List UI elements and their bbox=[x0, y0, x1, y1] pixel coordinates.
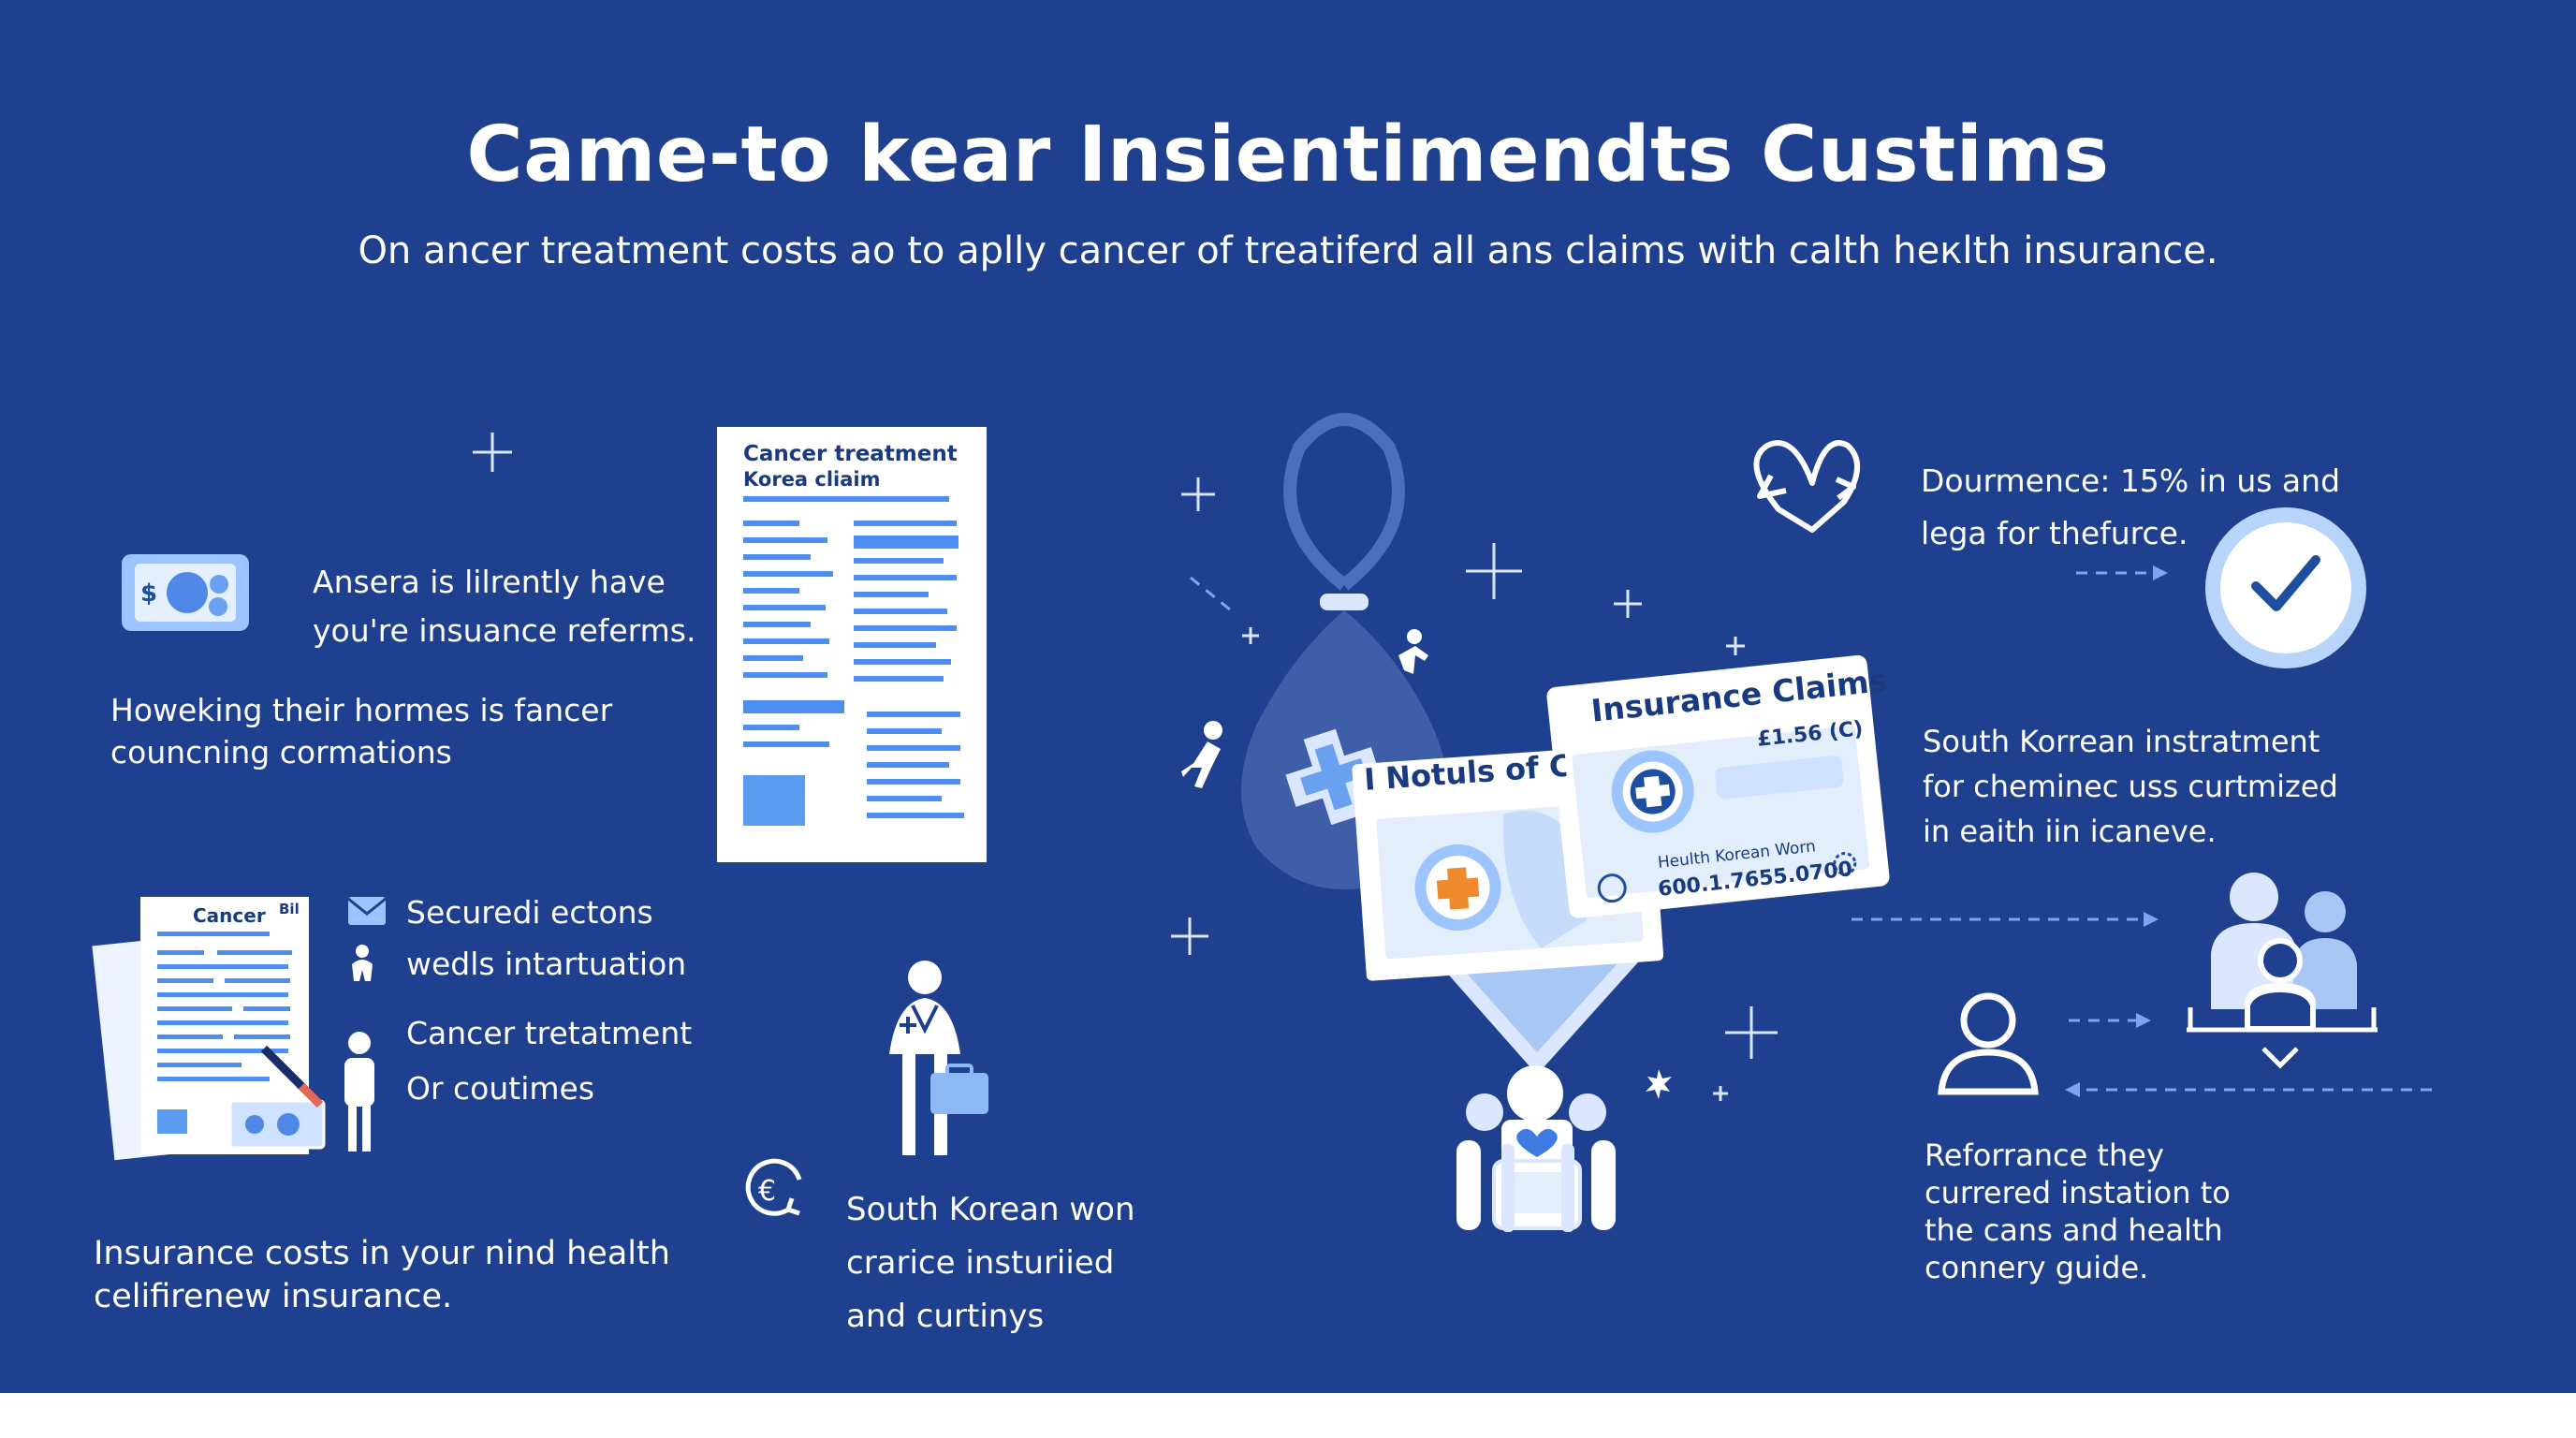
briefcase-icon bbox=[930, 1064, 988, 1114]
money-caption: Ansera is lilrently have you're insuance… bbox=[313, 564, 696, 649]
envelope-icon bbox=[347, 897, 387, 925]
sparkle-icon bbox=[473, 433, 1778, 1101]
infographic: $ bbox=[0, 0, 2576, 1393]
arrow-heads bbox=[2065, 565, 2168, 1097]
running-person-icon bbox=[1181, 721, 1222, 788]
list-item-4: Or coutimes bbox=[406, 1070, 595, 1107]
list-item-1: Securedi ectons bbox=[406, 894, 653, 931]
person-icon bbox=[352, 945, 373, 981]
clock-icon bbox=[2205, 507, 2366, 668]
small-document-icon bbox=[92, 897, 326, 1161]
dashed-arrows bbox=[1190, 571, 2432, 1092]
list-item-2: wedls intartuation bbox=[406, 946, 687, 982]
falling-person-icon bbox=[1398, 629, 1428, 674]
svg-text:$: $ bbox=[140, 580, 157, 608]
page-subtitle: On ancer treatment costs ao to aplly can… bbox=[358, 229, 2218, 272]
right-bottom-text: Reforrance they currered instation to th… bbox=[1925, 1137, 2231, 1285]
left-bottom-text: Insurance costs in your nind health celi… bbox=[94, 1235, 670, 1315]
small-document-corner: Bil bbox=[279, 901, 300, 917]
standing-person-icon bbox=[344, 1032, 374, 1152]
claim-card-front bbox=[1546, 654, 1890, 918]
list-item-3: Cancer tretatment bbox=[406, 1015, 693, 1051]
footer-band bbox=[0, 1393, 2576, 1438]
left-paragraph: Howeking their hormes is fancer councnin… bbox=[110, 692, 613, 770]
diamond-shape bbox=[1423, 946, 1653, 1075]
document-title-1: Cancer treatment bbox=[743, 442, 958, 466]
svg-text:€: € bbox=[758, 1175, 776, 1208]
heart-icon bbox=[1753, 440, 1861, 533]
page-title: Came-to kear Insientimendts Custims bbox=[466, 110, 2110, 199]
document-title-2: Korea cliaim bbox=[743, 468, 881, 491]
user-icon bbox=[1938, 992, 2039, 1095]
right-top-text: Dourmence: 15% in us and lega for thefur… bbox=[1921, 462, 2341, 551]
community-icon bbox=[1456, 1065, 1672, 1232]
money-icon: $ bbox=[122, 554, 249, 631]
graphics-layer: $ bbox=[92, 413, 2432, 1232]
center-bottom-text: South Korean won crarice insturiied and … bbox=[846, 1191, 1135, 1335]
right-mid-text: South Korrean instratment for cheminec u… bbox=[1923, 724, 2338, 849]
small-document-label: Cancer bbox=[193, 904, 266, 927]
euro-refresh-icon: € bbox=[745, 1158, 802, 1216]
family-icon bbox=[2187, 873, 2378, 1069]
document-icon bbox=[717, 427, 987, 862]
doctor-icon bbox=[889, 961, 960, 1155]
